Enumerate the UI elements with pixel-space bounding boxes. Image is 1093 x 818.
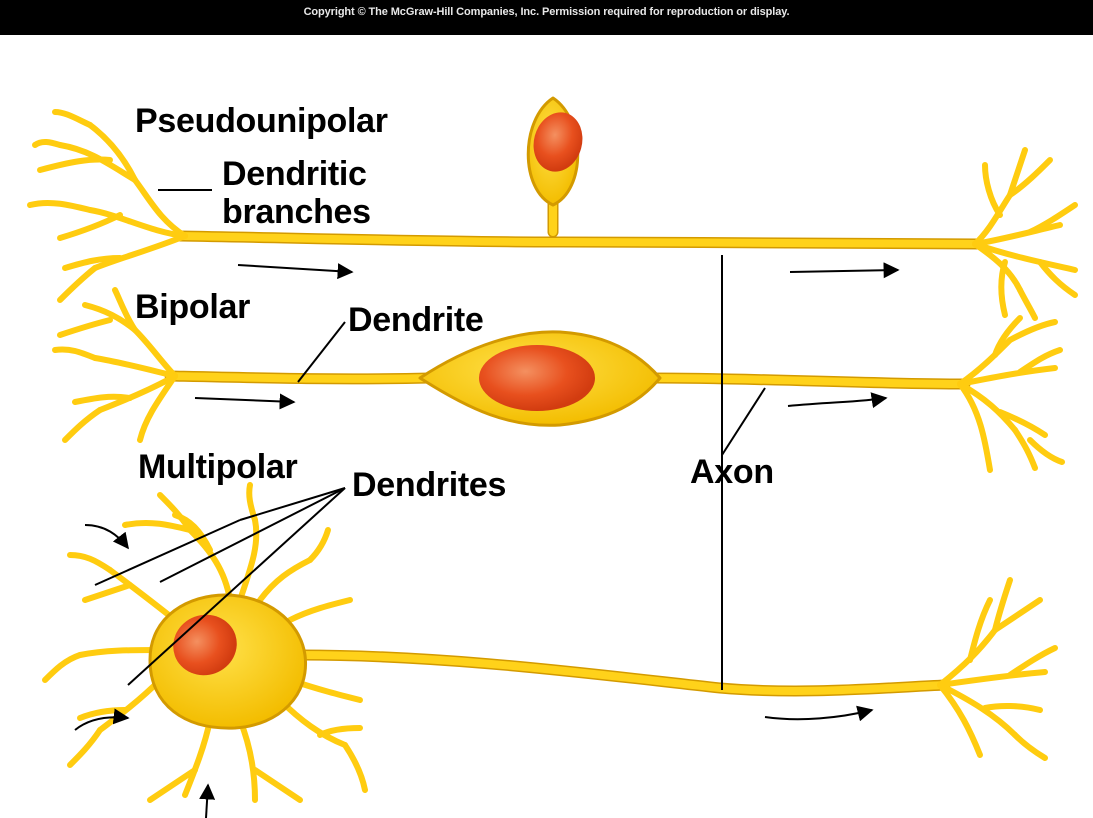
- arrow-pseudo-left: [238, 265, 352, 272]
- label-multipolar: Multipolar: [138, 450, 297, 484]
- arrow-multipolar-top: [85, 525, 128, 548]
- arrow-pseudo-right: [790, 270, 898, 272]
- label-dendritic: Dendritic: [222, 157, 367, 191]
- leader-axon-bipolar: [722, 388, 765, 455]
- label-dendrite: Dendrite: [348, 303, 484, 337]
- label-dendrites: Dendrites: [352, 468, 506, 502]
- arrow-multipolar-bottom: [206, 785, 208, 818]
- multipolar-neuron: [45, 485, 1055, 800]
- label-axon: Axon: [690, 455, 774, 489]
- label-bipolar: Bipolar: [135, 290, 250, 324]
- arrow-multipolar-right: [765, 710, 872, 719]
- arrow-bipolar-left: [195, 398, 294, 402]
- label-branches: branches: [222, 195, 371, 229]
- arrow-bipolar-right: [788, 398, 886, 406]
- label-pseudounipolar: Pseudounipolar: [135, 104, 388, 138]
